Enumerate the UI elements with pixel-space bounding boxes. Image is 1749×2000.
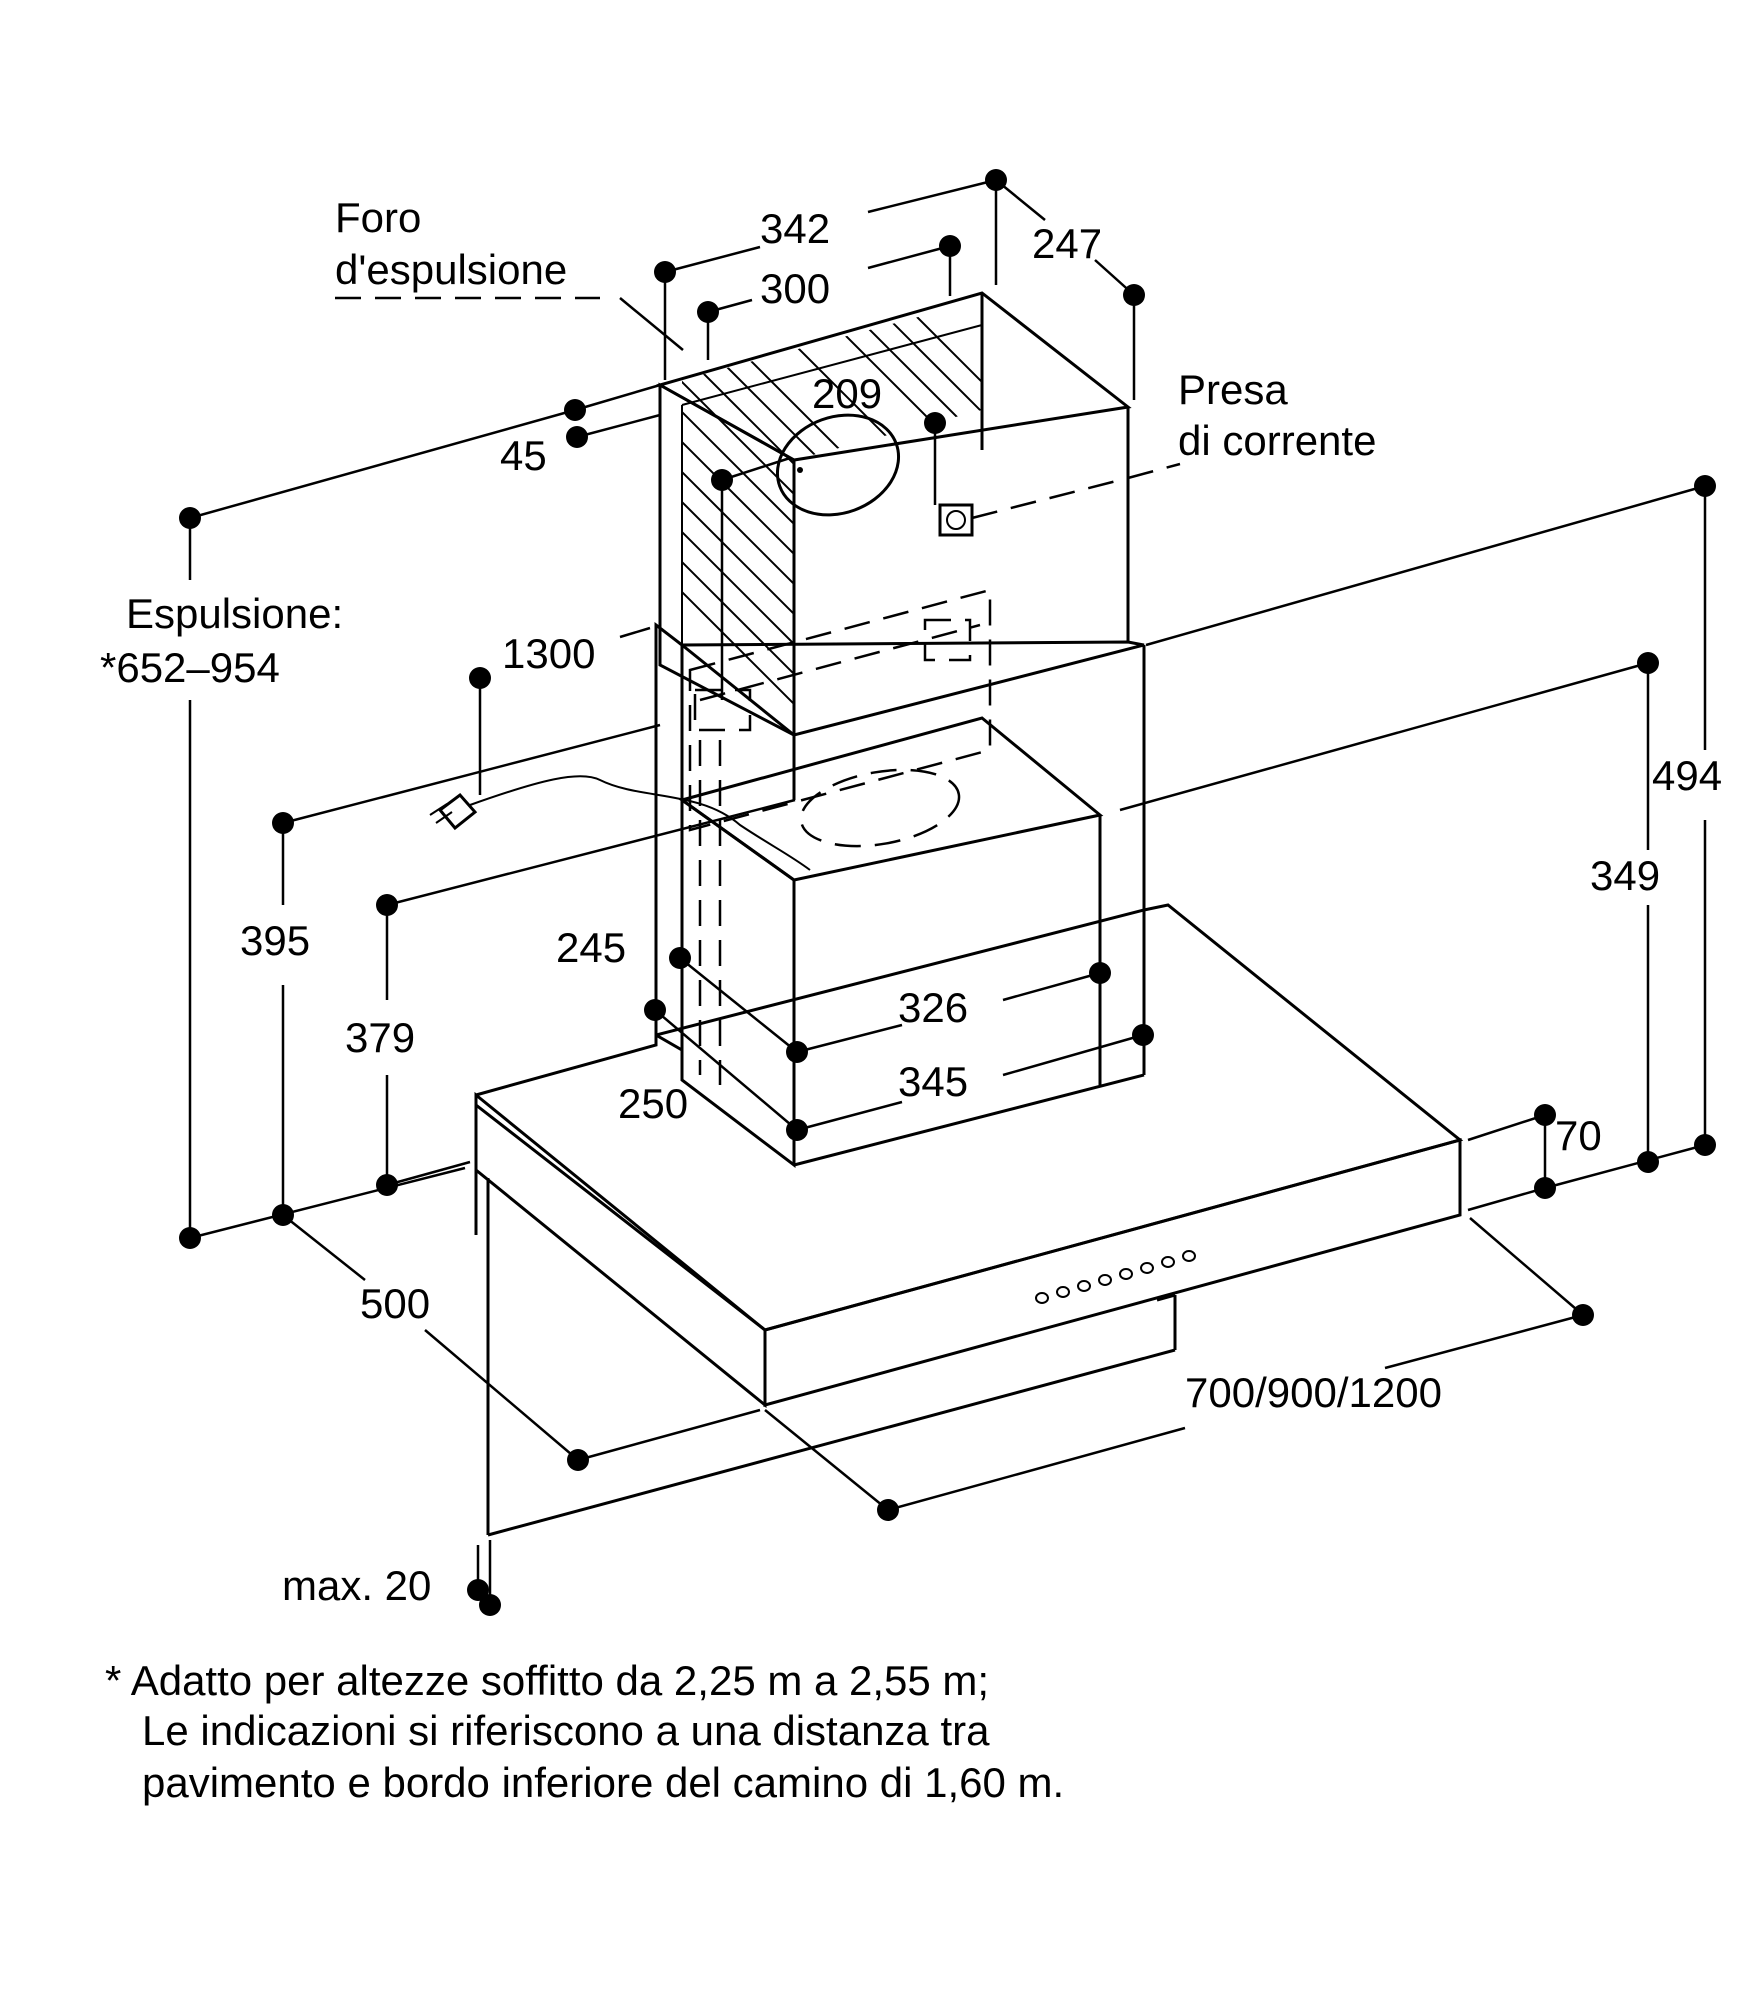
exhaust-hole: [775, 413, 901, 517]
label-presa-1: Presa: [1178, 366, 1288, 413]
mount-bracket: [688, 588, 992, 832]
footnote-line-1: * Adatto per altezze soffitto da 2,25 m …: [105, 1657, 989, 1704]
dim-342: 342: [760, 205, 830, 252]
dim-326: 326: [898, 984, 968, 1031]
lower-chimney-left: [654, 621, 684, 1053]
footnote-line-3: pavimento e bordo inferiore del camino d…: [142, 1759, 1064, 1806]
upper-chimney-top: [656, 291, 1132, 462]
dim-395: 395: [240, 917, 310, 964]
power-cable: [469, 775, 811, 871]
dim-345: 345: [898, 1058, 968, 1105]
dim-1300: 1300: [502, 630, 595, 677]
dim-45: 45: [500, 432, 547, 479]
canopy-front: [763, 1138, 1462, 1407]
dim-70: 70: [1555, 1112, 1602, 1159]
control-buttons: [1035, 1250, 1196, 1304]
footnote-line-2: Le indicazioni si riferiscono a una dist…: [142, 1707, 990, 1754]
dim-379: 379: [345, 1014, 415, 1061]
dim-300: 300: [760, 265, 830, 312]
label-presa-2: di corrente: [1178, 417, 1376, 464]
label-foro-1: Foro: [335, 194, 421, 241]
dim-349: 349: [1590, 852, 1660, 899]
lower-chimney-top-edge: [677, 640, 1145, 737]
canopy-left: [474, 1091, 767, 1409]
dimension-dots: [179, 169, 1716, 1616]
label-max20: max. 20: [282, 1562, 431, 1609]
labels: Foro d'espulsione Presa di corrente Espu…: [100, 194, 1722, 1806]
label-espulsione-1: Espulsione:: [126, 590, 343, 637]
label-espulsione-2: *652–954: [100, 644, 280, 691]
dim-209: 209: [812, 370, 882, 417]
power-plug: [437, 792, 478, 831]
label-foro-2: d'espulsione: [335, 246, 567, 293]
dim-500: 500: [360, 1280, 430, 1327]
dimension-lines: [188, 178, 1707, 1605]
power-socket: [938, 503, 974, 537]
dim-250: 250: [618, 1080, 688, 1127]
canopy-top: [474, 903, 1464, 1332]
dim-247: 247: [1032, 220, 1102, 267]
motor-box-top: [678, 716, 1104, 882]
dim-245: 245: [556, 924, 626, 971]
dim-494: 494: [1652, 752, 1722, 799]
dim-700-900-1200: 700/900/1200: [1185, 1369, 1442, 1416]
fan-outlet: [799, 768, 961, 848]
